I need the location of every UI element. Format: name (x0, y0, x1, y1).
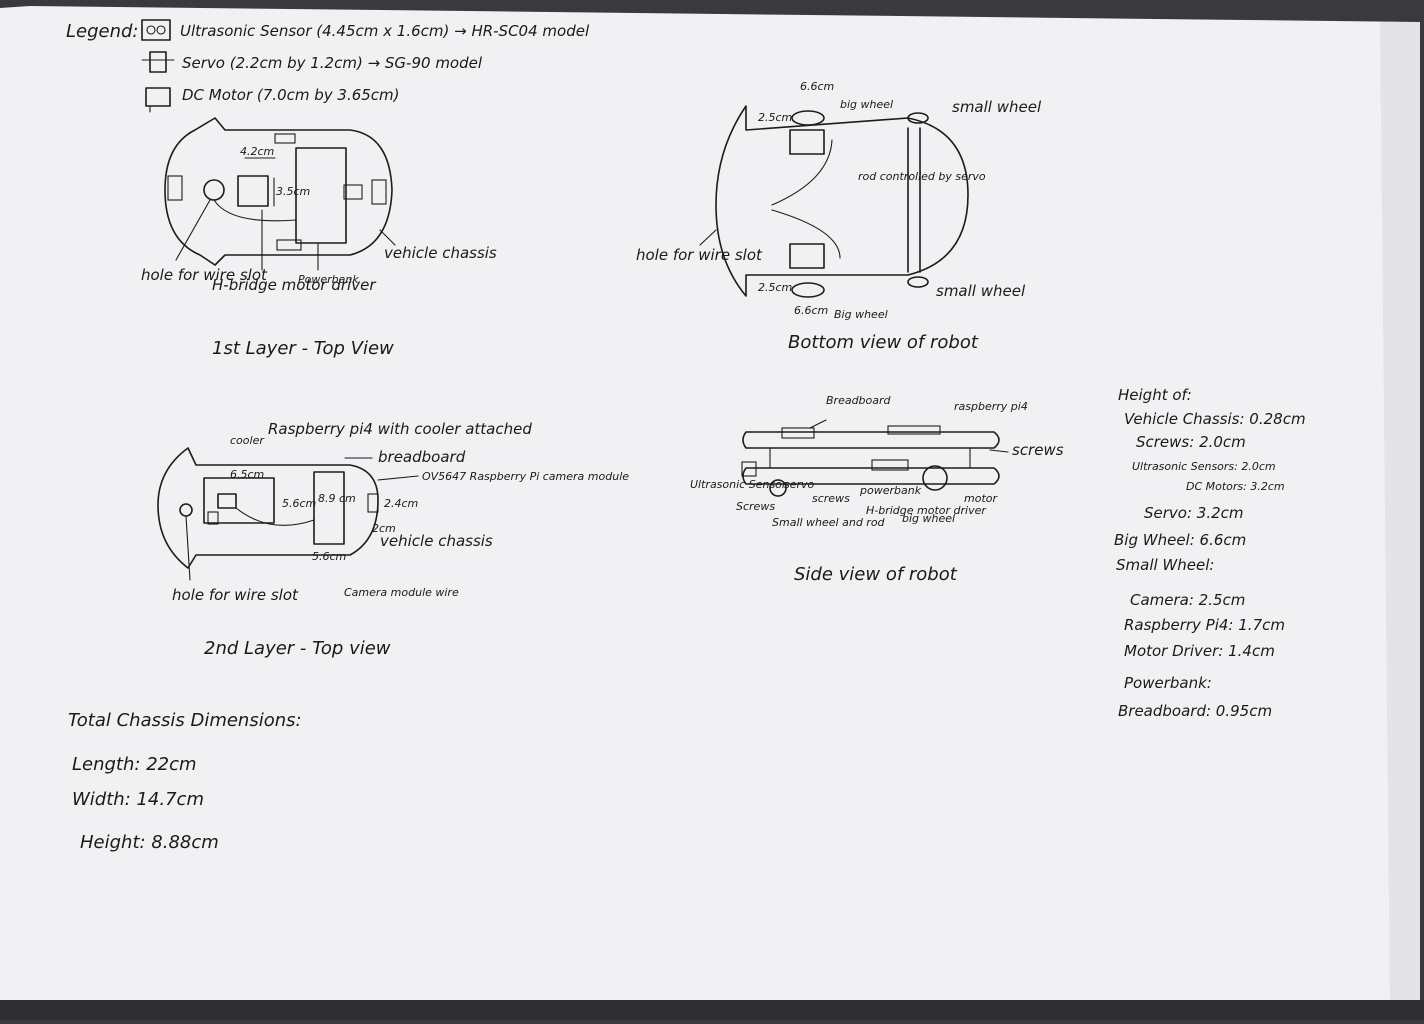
heights-row: Breadboard: 0.95cm (1118, 702, 1272, 720)
totals-width: Width: 14.7cm (72, 789, 204, 810)
side-hbridge-label: H-bridge motor driver (866, 504, 987, 517)
legend: Legend: Ultrasonic Sensor (4.45cm x 1.6c… (66, 19, 590, 113)
heights-row: Screws: 2.0cm (1136, 433, 1246, 451)
servo-icon (141, 51, 175, 73)
layer1-hole-label: hole for wire slot (141, 266, 268, 284)
bottom-big-wheel-top: big wheel (840, 98, 893, 111)
layer2-camera-wire-label: Camera module wire (344, 586, 459, 599)
layer2-dim-89: 8.9 cm (318, 492, 356, 505)
bottom-hole-label: hole for wire slot (636, 246, 763, 264)
layer2-chassis-label: vehicle chassis (380, 532, 493, 550)
heights-row: Big Wheel: 6.6cm (1114, 531, 1246, 549)
layer1-diagram: 4.2cm 3.5cm hole for wire slot H-bridge … (141, 117, 497, 359)
bottom-view-diagram: 6.6cm 2.5cm big wheel small wheel rod co… (636, 80, 1042, 353)
layer1-title: 1st Layer - Top View (212, 338, 394, 359)
totals-block: Total Chassis Dimensions: Length: 22cm W… (68, 710, 302, 853)
bottom-title: Bottom view of robot (788, 332, 979, 353)
totals-height: Height: 8.88cm (80, 832, 219, 853)
layer2-dim-24: 2.4cm (384, 497, 418, 510)
side-rpi-label: raspberry pi4 (954, 400, 1028, 413)
heights-list: Height of: Vehicle Chassis: 0.28cm Screw… (1114, 386, 1306, 720)
bottom-small-wheel-bot: small wheel (936, 282, 1026, 300)
heights-row: Camera: 2.5cm (1130, 591, 1245, 609)
heights-heading: Height of: (1118, 386, 1192, 404)
dc-motor-icon (145, 87, 171, 113)
bottom-small-wheel-top: small wheel (952, 98, 1042, 116)
bottom-dim-25-bot: 2.5cm (758, 281, 792, 294)
side-title: Side view of robot (794, 564, 958, 585)
bottom-dim-big-top: 6.6cm (800, 80, 834, 93)
side-motor-label: motor (964, 492, 998, 505)
ultrasonic-sensor-icon (141, 19, 171, 41)
side-ultrasonic-label: Ultrasonic Sensor (690, 478, 788, 491)
layer2-rpi-label: Raspberry pi4 with cooler attached (268, 420, 532, 438)
side-view-diagram: Breadboard raspberry pi4 screws Ultrason… (690, 394, 1064, 585)
heights-row: Motor Driver: 1.4cm (1124, 642, 1275, 660)
heights-row: Powerbank: (1124, 674, 1212, 692)
layer2-dim-56b: 5.6cm (312, 550, 346, 563)
bottom-dim-25-top: 2.5cm (758, 111, 792, 124)
layer2-camera-module-label: OV5647 Raspberry Pi camera module (422, 470, 629, 483)
layer1-dim-width: 4.2cm (240, 145, 274, 158)
heights-row: Ultrasonic Sensors: 2.0cm (1132, 460, 1276, 473)
side-small-wheel-rod-label: Small wheel and rod (772, 516, 886, 529)
bottom-dim-big-bot: 6.6cm (794, 304, 828, 317)
heights-row: Raspberry Pi4: 1.7cm (1124, 616, 1285, 634)
layer2-cooler-label: cooler (230, 434, 265, 447)
side-screws-right-label: screws (1012, 441, 1064, 459)
heights-row: Vehicle Chassis: 0.28cm (1124, 410, 1306, 428)
legend-heading: Legend: (66, 21, 139, 42)
legend-ultrasonic: Ultrasonic Sensor (4.45cm x 1.6cm) → HR-… (180, 22, 590, 40)
legend-dc-motor: DC Motor (7.0cm by 3.65cm) (182, 86, 400, 104)
heights-row: DC Motors: 3.2cm (1186, 480, 1285, 493)
layer1-dim-height: 3.5cm (276, 185, 310, 198)
layer1-chassis-label: vehicle chassis (384, 244, 497, 262)
side-screws-mid-label: screws (812, 492, 850, 505)
legend-servo: Servo (2.2cm by 1.2cm) → SG-90 model (182, 54, 483, 72)
layer2-title: 2nd Layer - Top view (204, 638, 391, 659)
heights-row: Small Wheel: (1116, 556, 1214, 574)
layer2-diagram: cooler Raspberry pi4 with cooler attache… (157, 420, 629, 659)
bottom-rod-label: rod controlled by servo (858, 170, 986, 183)
heights-row: Servo: 3.2cm (1144, 504, 1244, 522)
side-big-wheel-label: big wheel (902, 512, 955, 525)
layer1-hbridge-label: H-bridge motor driver (212, 276, 376, 294)
layer2-dim-56: 5.6cm (282, 497, 316, 510)
side-breadboard-label: Breadboard (826, 394, 892, 407)
totals-length: Length: 22cm (72, 754, 197, 775)
layer2-breadboard-label: breadboard (378, 448, 466, 466)
layer1-powerbank-label: Powerbank (298, 273, 359, 286)
side-screws-left-label: Screws (736, 500, 775, 513)
layer2-dim-65: 6.5cm (230, 468, 264, 481)
layer2-dim-2: 2cm (372, 522, 396, 535)
layer2-hole-label: hole for wire slot (172, 586, 299, 604)
side-powerbank-label: powerbank (859, 484, 922, 497)
bottom-big-wheel-bot: Big wheel (834, 308, 888, 321)
side-servo-label: servo (784, 478, 815, 491)
totals-heading: Total Chassis Dimensions: (68, 710, 302, 731)
